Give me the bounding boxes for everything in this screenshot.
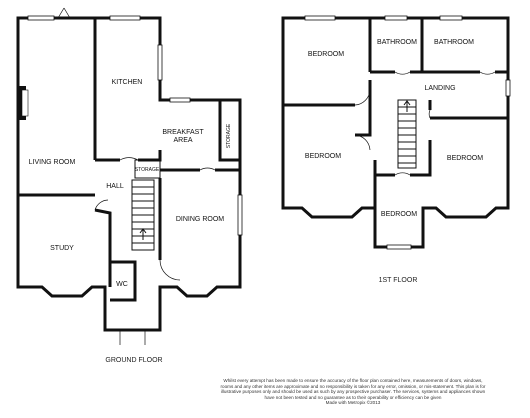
window-kitchen-top xyxy=(109,15,141,21)
label-bedroom-mid-left: BEDROOM xyxy=(305,153,341,160)
window-dining-side xyxy=(237,194,243,236)
window-bathroom-1 xyxy=(384,15,408,21)
ground-floor-plan: LIVING ROOM KITCHEN BREAKFAST AREA STORA… xyxy=(16,7,243,364)
door-bathroom-1 xyxy=(394,71,411,75)
label-wc: WC xyxy=(116,281,128,288)
wc-wall xyxy=(110,260,137,302)
wall-kitchen-bottom-2 xyxy=(138,150,162,162)
label-storage-lower: STORAGE xyxy=(135,167,160,173)
label-living-room: LIVING ROOM xyxy=(29,159,76,166)
label-storage-upper: STORAGE xyxy=(226,123,232,148)
window-bathroom-2 xyxy=(439,15,463,21)
first-floor-outer-wall xyxy=(281,16,510,249)
wall-hall-study xyxy=(94,208,112,287)
window-small-bedroom xyxy=(386,244,412,250)
window-bedroom-top-left xyxy=(304,15,336,21)
label-bathroom-1: BATHROOM xyxy=(377,39,417,46)
door-small-bedroom xyxy=(394,172,411,176)
disclaimer: Whilst every attempt has been made to en… xyxy=(218,378,488,406)
wall-landing-left xyxy=(355,80,372,137)
window-landing-side xyxy=(505,79,511,97)
door-hall-dining xyxy=(159,259,181,281)
storage-cupboard-wall xyxy=(218,100,240,162)
label-kitchen: KITCHEN xyxy=(112,79,143,86)
front-door xyxy=(119,330,146,345)
door-bedroom-top-left xyxy=(354,89,371,106)
disclaimer-text: Whilst every attempt has been made to en… xyxy=(220,378,486,400)
label-dining-room: DINING ROOM xyxy=(176,216,224,223)
credit-text: Made with Metropix ©2013 xyxy=(325,400,381,406)
door-study xyxy=(94,199,109,211)
label-bedroom-top-left: BEDROOM xyxy=(308,51,344,58)
door-kitchen-hall xyxy=(119,157,139,161)
label-bedroom-right: BEDROOM xyxy=(447,155,483,162)
ground-floor-caption: GROUND FLOOR xyxy=(105,357,162,364)
label-bedroom-small: BEDROOM xyxy=(381,211,417,218)
door-breakfast xyxy=(199,167,216,171)
label-breakfast: BREAKFAST xyxy=(162,129,204,136)
wall-small-bedroom-top-2 xyxy=(410,140,432,177)
window-breakfast-top xyxy=(169,97,191,103)
door-bedroom-right xyxy=(428,109,431,119)
window-living-top xyxy=(27,15,55,21)
door-bedroom-mid-left xyxy=(354,134,371,151)
label-hall: HALL xyxy=(106,183,124,190)
door-bathroom-2 xyxy=(479,71,496,75)
label-bathroom-2: BATHROOM xyxy=(434,39,474,46)
label-breakfast-area: AREA xyxy=(173,137,192,144)
label-study: STUDY xyxy=(50,245,74,252)
window-kitchen-side xyxy=(157,44,163,81)
label-landing: LANDING xyxy=(424,85,455,92)
first-floor-caption: 1ST FLOOR xyxy=(379,277,418,284)
first-floor-plan: BEDROOM BATHROOM BATHROOM LANDING BEDROO… xyxy=(281,15,511,284)
ground-floor-outer-wall xyxy=(16,16,242,332)
ground-stairs xyxy=(131,179,155,251)
door-living-french xyxy=(57,7,71,19)
first-floor-stairs xyxy=(397,99,417,169)
